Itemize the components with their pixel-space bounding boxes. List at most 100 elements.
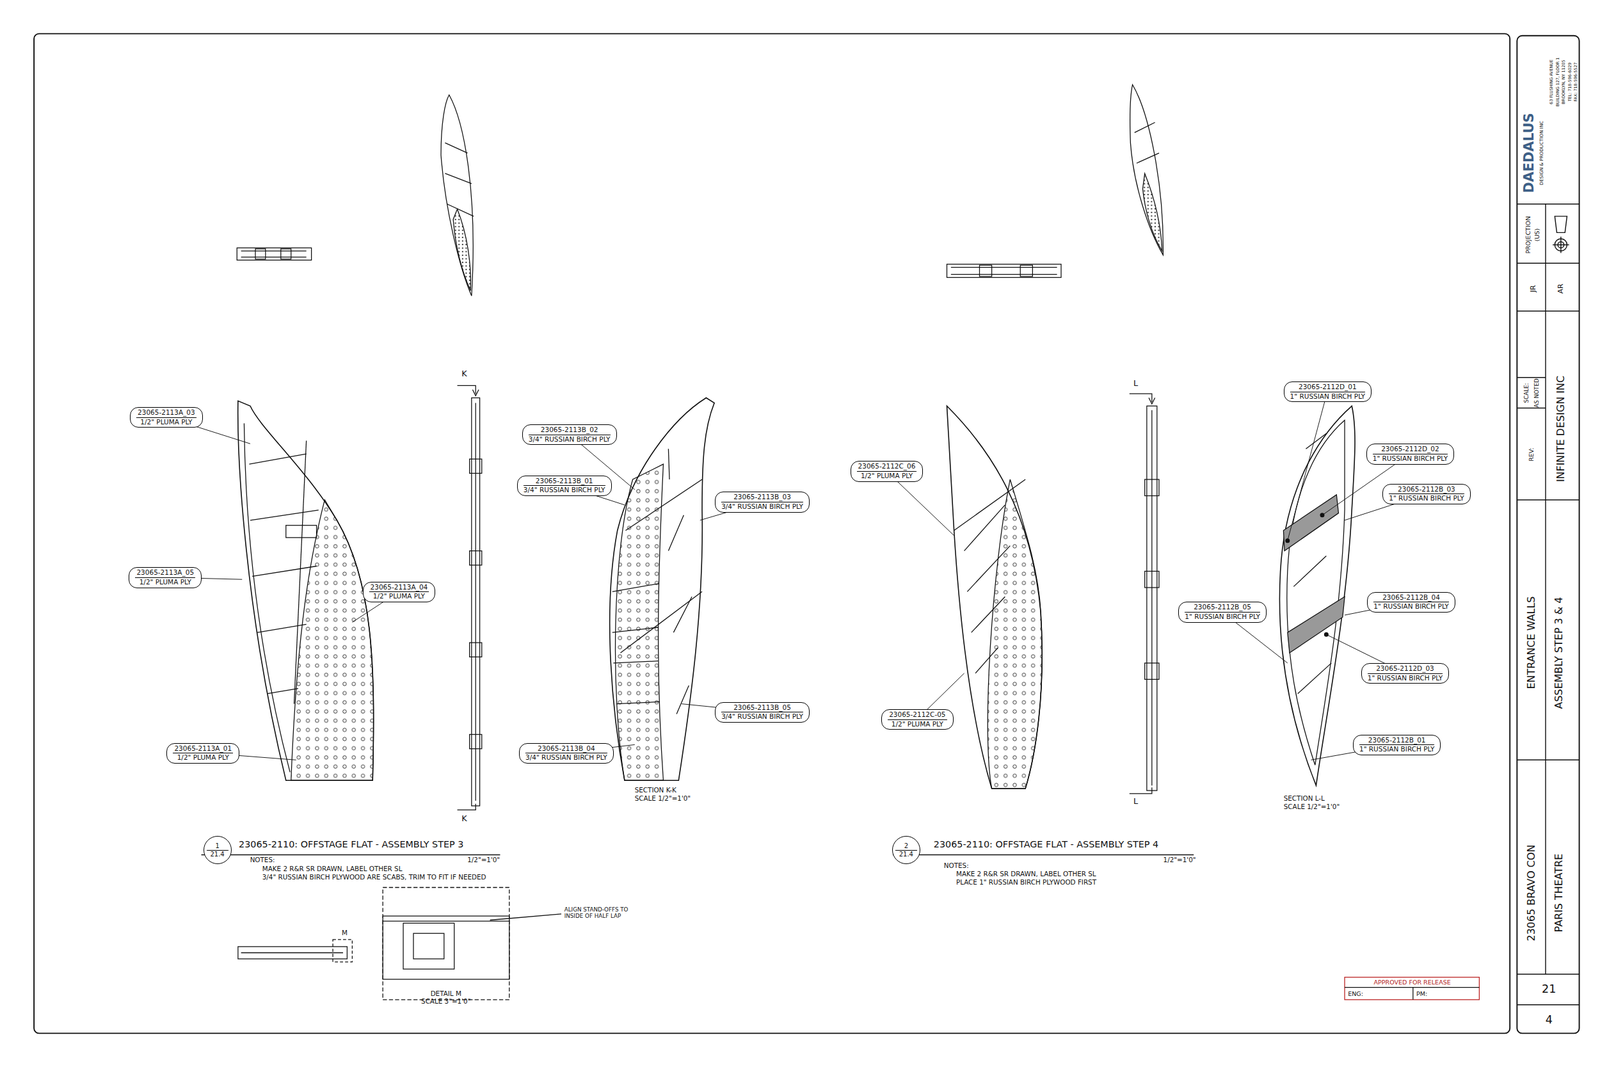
drawing-label: SCALE: — [1523, 382, 1530, 403]
iso-view-step3 — [440, 94, 474, 296]
drawing-label: ASSEMBLY STEP 3 & 4 — [1553, 597, 1565, 710]
material-label: 1" RUSSIAN BIRCH PLY — [1372, 454, 1448, 464]
material-label: 1" RUSSIAN BIRCH PLY — [1367, 673, 1443, 683]
part-callout: 23065-2113A_011/2" PLUMA PLY — [166, 743, 240, 764]
sheet-border — [33, 33, 1510, 1034]
material-label: 3/4" RUSSIAN BIRCH PLY — [721, 712, 804, 722]
drawing-label: MAKE 2 R&R SR DRAWN, LABEL OTHER SL — [262, 865, 403, 873]
part-number: 23065-2112C_06 — [856, 462, 918, 472]
plan-view-step4 — [946, 264, 1061, 278]
material-label: 1/2" PLUMA PLY — [856, 471, 918, 481]
drawing-label: 23065-2110: OFFSTAGE FLAT - ASSEMBLY STE… — [238, 839, 464, 850]
material-label: 1" RUSSIAN BIRCH PLY — [1184, 612, 1260, 622]
drawing-label: M — [341, 929, 348, 937]
drawing-label: 1/2"=1'0" — [1163, 856, 1197, 864]
part-callout: 23065-2112B_041" RUSSIAN BIRCH PLY — [1367, 592, 1455, 613]
drawing-label: TEL: 718-596-6029 — [1568, 62, 1573, 102]
drawing-label: L — [1133, 378, 1138, 389]
part-number: 23065-2112D_01 — [1290, 382, 1366, 393]
drawing-label: ALIGN STAND-OFFS TO INSIDE OF HALF LAP — [564, 906, 647, 920]
part-number: 23065-2113A_05 — [135, 568, 196, 578]
part-callout: 23065-2112C-051/2" PLUMA PLY — [881, 709, 953, 730]
drawing-label: DAEDALUS — [1521, 113, 1538, 194]
part-number: 23065-2113A_04 — [369, 583, 430, 593]
drawing-label: APPROVED FOR RELEASE — [1373, 978, 1451, 986]
drawing-label: JR — [1529, 285, 1538, 293]
approval-box — [1344, 977, 1480, 1000]
drawing-label: REV: — [1527, 447, 1535, 462]
detail-callout: 121.4 — [203, 835, 232, 864]
iso-view-step4 — [1130, 84, 1164, 255]
drawing-label: SCALE 1/2"=1'0" — [1283, 803, 1340, 811]
section-l-l — [1129, 393, 1160, 794]
drawing-label: PARIS THEATRE — [1553, 853, 1565, 933]
part-callout: 23065-2112D_031" RUSSIAN BIRCH PLY — [1361, 663, 1449, 684]
part-callout: 23065-2113B_043/4" RUSSIAN BIRCH PLY — [519, 743, 614, 764]
drawing-label: PROJECTION — [1523, 215, 1531, 254]
material-label: 1/2" PLUMA PLY — [136, 417, 197, 427]
drawing-label: BROOKLYN, NY 11205 — [1562, 59, 1567, 104]
part-number: 2 — [895, 842, 918, 851]
part-number: 23065-2112C-05 — [887, 710, 947, 720]
material-label: 1/2" PLUMA PLY — [887, 720, 947, 729]
drawing-label: SCALE 1/2"=1'0" — [634, 794, 691, 803]
material-label: 3/4" RUSSIAN BIRCH PLY — [721, 502, 804, 512]
leaf-flat-step4 — [946, 405, 1042, 789]
material-label: 3/4" RUSSIAN BIRCH PLY — [525, 753, 608, 763]
material-label: 1/2" PLUMA PLY — [369, 592, 430, 601]
detail-callout: 221.4 — [892, 835, 921, 864]
plan-view-step3 — [236, 247, 312, 260]
drawing-label: PLACE 1" RUSSIAN BIRCH PLYWOOD FIRST — [956, 878, 1097, 887]
drawing-label: DETAIL M — [430, 990, 462, 998]
drawing-label: 23065 BRAVO CON — [1525, 844, 1538, 942]
drawing-label: DESIGN & PRODUCTION INC — [1539, 120, 1545, 186]
part-callout: 23065-2113A_051/2" PLUMA PLY — [128, 567, 202, 588]
drawing-label: 4 — [1545, 1013, 1553, 1026]
drawing-label: 63 FLUSHING AVENUE — [1549, 59, 1554, 105]
drawing-label: MAKE 2 R&R SR DRAWN, LABEL OTHER SL — [956, 870, 1097, 879]
drawing-label: SECTION L-L — [1283, 794, 1325, 803]
material-label: 1" RUSSIAN BIRCH PLY — [1359, 744, 1435, 754]
material-label: 1" RUSSIAN BIRCH PLY — [1373, 602, 1449, 612]
drawing-label: 21 — [1541, 982, 1556, 996]
part-callout: 23065-2113B_053/4" RUSSIAN BIRCH PLY — [714, 702, 810, 723]
title-block — [1516, 35, 1579, 1034]
leader-lines — [165, 391, 1427, 760]
material-label: 21.4 — [899, 850, 914, 859]
part-number: 23065-2113B_01 — [523, 476, 606, 487]
material-label: 3/4" RUSSIAN BIRCH PLY — [523, 485, 606, 495]
drawing-label: PM: — [1416, 990, 1428, 998]
drawing-label: AS NOTED — [1533, 378, 1540, 408]
part-number: 23065-2113B_02 — [528, 425, 611, 436]
drawing-label: (US) — [1533, 227, 1541, 242]
part-callout: 23065-2113A_031/2" PLUMA PLY — [129, 407, 203, 428]
part-callout: 23065-2112D_021" RUSSIAN BIRCH PLY — [1366, 443, 1455, 464]
part-callout: 23065-2112B_031" RUSSIAN BIRCH PLY — [1382, 483, 1471, 505]
material-label: 1" RUSSIAN BIRCH PLY — [1388, 494, 1464, 504]
view-titles — [201, 854, 1195, 856]
part-number: 23065-2112B_05 — [1184, 602, 1260, 613]
part-number: 23065-2113A_03 — [136, 408, 197, 418]
leaf-section-k-k — [609, 398, 715, 781]
drawing-label: FAX: 718-596-5527 — [1574, 62, 1579, 102]
section-k-k — [457, 385, 482, 810]
detail-m — [238, 887, 562, 1000]
material-label: 1/2" PLUMA PLY — [135, 577, 196, 587]
part-callout: 23065-2113A_041/2" PLUMA PLY — [362, 581, 436, 603]
drawing-label: ENTRANCE WALLS — [1525, 596, 1538, 690]
part-number: 23065-2112B_01 — [1359, 736, 1435, 746]
drawing-label: 1/2"=1'0" — [467, 856, 500, 864]
drawing-label: AR — [1557, 284, 1566, 294]
drawing-label: BUILDING 127, FLOOR 1 — [1555, 56, 1561, 107]
drawing-label: 23065-2110: OFFSTAGE FLAT - ASSEMBLY STE… — [933, 839, 1159, 850]
drawing-label: K — [461, 369, 467, 379]
drawing-label: INFINITE DESIGN INC — [1555, 375, 1567, 482]
part-number: 23065-2112D_02 — [1372, 444, 1448, 455]
material-label: 21.4 — [209, 850, 224, 859]
drawing-label: ENG: — [1347, 990, 1364, 998]
part-callout: 23065-2112D_011" RUSSIAN BIRCH PLY — [1283, 381, 1372, 402]
part-callout: 23065-2113B_033/4" RUSSIAN BIRCH PLY — [714, 491, 810, 512]
leaf-flat-step3 — [238, 400, 374, 781]
drawing-label: NOTES: — [944, 862, 969, 870]
